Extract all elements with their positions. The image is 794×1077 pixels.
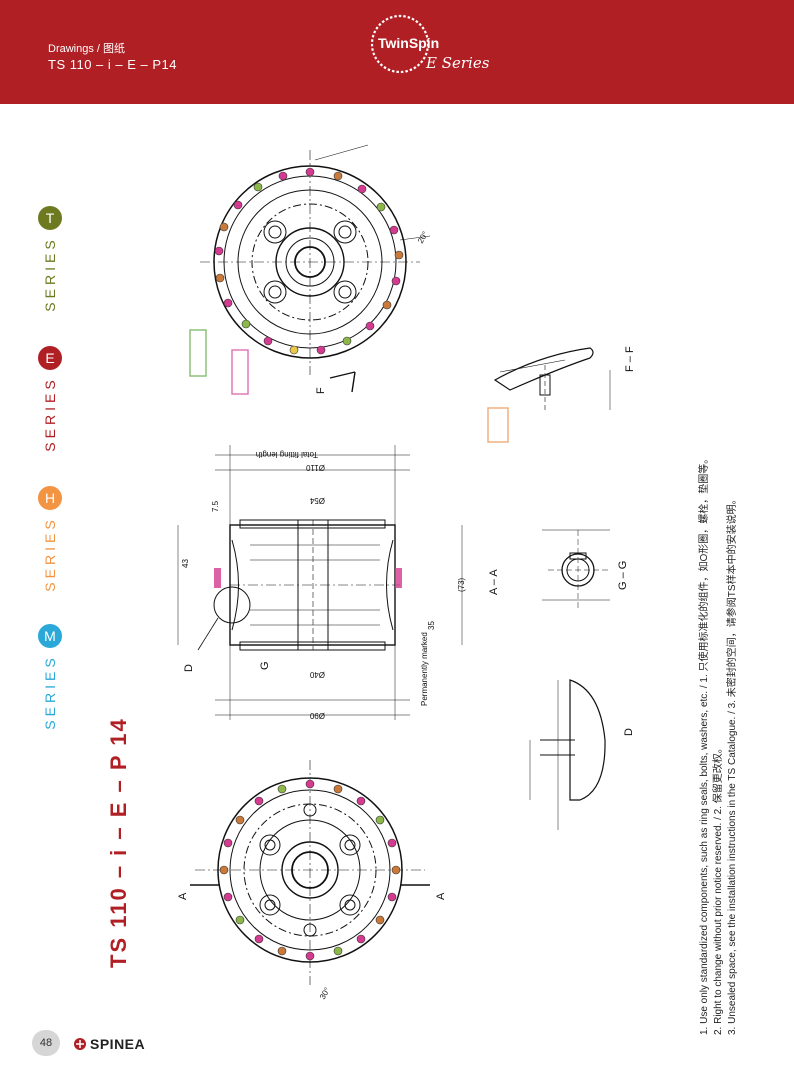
notes-block: 1. Use only standardized components, suc…: [698, 335, 740, 1035]
dim-43: 43: [181, 559, 190, 568]
marker-a-right: A: [435, 892, 447, 900]
bottom-flange-view: [190, 760, 430, 985]
series-e-badge: E: [38, 346, 62, 370]
page-header: Drawings / 图纸 TS 110 – i – E – P14 TwinS…: [0, 0, 794, 104]
marker-d: D: [183, 664, 195, 672]
marker-g: G: [259, 661, 271, 670]
dim-d2: Ø90: [309, 711, 325, 720]
section-d-label: D: [623, 728, 635, 736]
drawing-code: TS 110 – i – E – P14: [48, 57, 177, 72]
logo-text: TwinSpin: [378, 35, 439, 51]
twinspin-logo: TwinSpin E Series: [370, 14, 490, 74]
top-flange-holes: [214, 167, 404, 355]
dim-35: 35: [427, 621, 436, 630]
callout-pink: [231, 349, 249, 395]
section-gg-label: G – G: [617, 561, 629, 590]
dim-d1: Ø110: [305, 463, 325, 472]
angle-label-top: 20°: [416, 230, 430, 245]
series-m[interactable]: M SERIES: [24, 624, 76, 744]
note-3: 3. Unsealed space, see the installation …: [727, 494, 738, 1035]
series-h[interactable]: H SERIES: [24, 486, 76, 606]
series-m-badge: M: [38, 624, 62, 648]
note-2: 2. Right to change without prior notice …: [713, 743, 724, 1035]
series-t-badge: T: [38, 206, 62, 230]
marker-f: F: [315, 387, 327, 394]
bottom-flange-holes: [219, 779, 401, 961]
total-length-note: Total fitting length: [256, 450, 318, 459]
d-detail: [529, 679, 606, 830]
section-label: Drawings / 图纸: [48, 43, 126, 55]
dim-75: 7.5: [211, 500, 220, 512]
callout-green: [189, 329, 207, 377]
top-flange-view: [200, 144, 431, 393]
permanent-mark-note: Permanently marked: [420, 632, 429, 706]
callout-orange: [487, 407, 509, 443]
spinea-logo-icon: [74, 1038, 86, 1050]
seal-left: [214, 568, 221, 588]
dim-d4: Ø40: [309, 670, 325, 679]
note-1: 1. Use only standardized components, suc…: [699, 453, 710, 1035]
dim-73: (73): [457, 577, 466, 592]
section-ff-label: F – F: [624, 346, 636, 372]
series-e[interactable]: E SERIES: [24, 346, 76, 466]
technical-drawing: F A – A D G Permanently marked Total fit…: [177, 144, 636, 1001]
side-section-view: [177, 445, 463, 720]
seal-right: [395, 568, 402, 588]
marker-a-left: A: [177, 892, 189, 900]
series-t[interactable]: T SERIES: [24, 206, 76, 326]
brand-name: SPINEA: [90, 1036, 146, 1052]
logo-script: E Series: [425, 54, 490, 72]
gg-detail: [542, 529, 610, 608]
series-h-badge: H: [38, 486, 62, 510]
section-aa-label: A – A: [488, 569, 500, 595]
ff-detail: [493, 347, 611, 410]
dim-d3: Ø54: [309, 496, 325, 505]
angle-label: 30°: [318, 986, 332, 1001]
page-number: 48: [32, 1030, 60, 1056]
